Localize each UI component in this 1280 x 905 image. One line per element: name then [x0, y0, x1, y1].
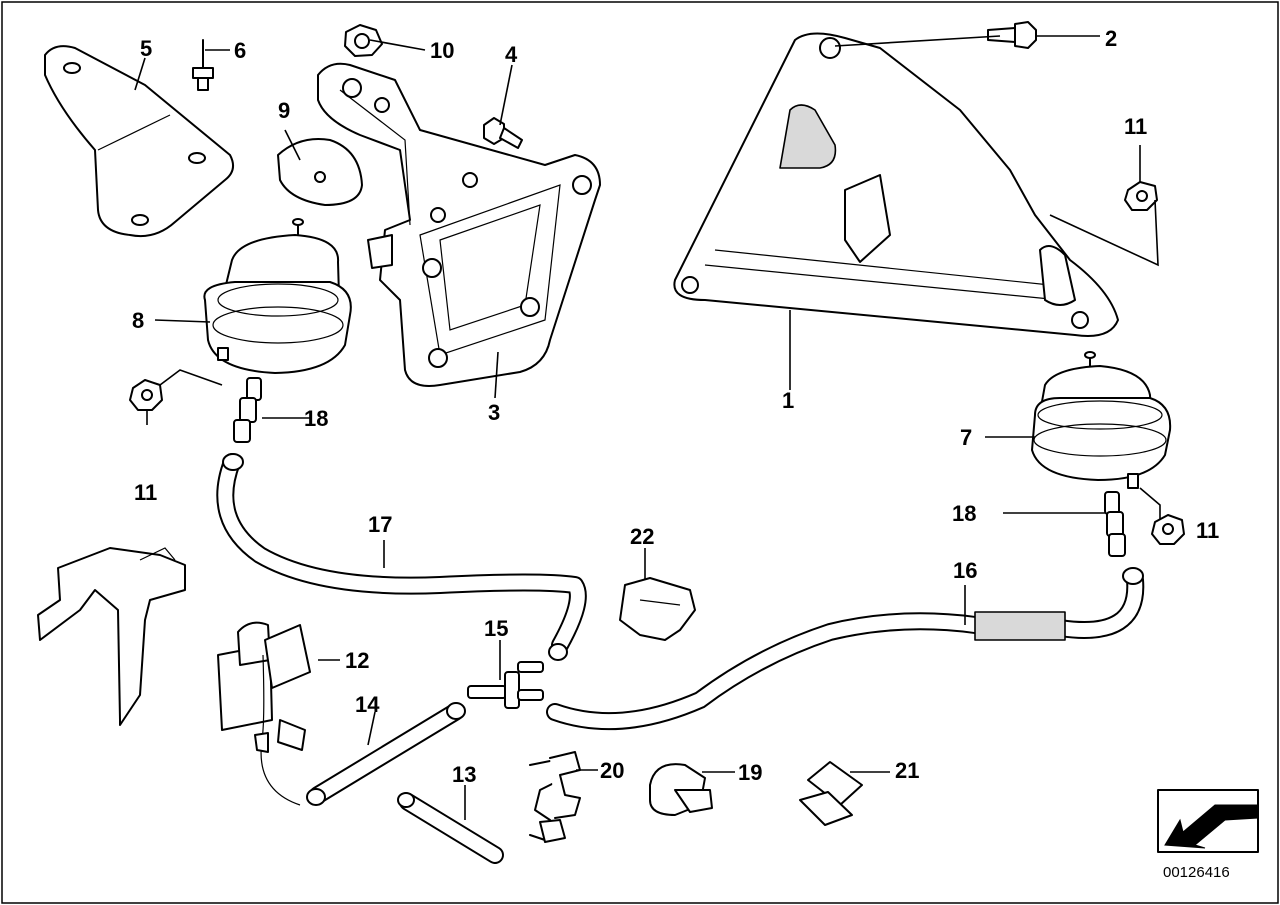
part-16-hose — [546, 567, 1145, 731]
callout-5: 5 — [140, 36, 152, 61]
callout-19: 19 — [738, 760, 762, 785]
callout-3: 3 — [488, 400, 500, 425]
leader-lines — [134, 35, 1161, 820]
part-2-bolt — [987, 21, 1037, 49]
callout-22: 22 — [630, 524, 654, 549]
part-18-connector-right — [1104, 491, 1126, 557]
part-14-hose — [306, 702, 466, 806]
part-1-bracket — [673, 32, 1119, 337]
callout-15: 15 — [484, 616, 508, 641]
part-9-washer — [277, 138, 363, 206]
callout-17: 17 — [368, 512, 392, 537]
part-12-valve — [217, 621, 311, 806]
part-18-connector-left — [233, 377, 262, 443]
callout-8: 8 — [132, 308, 144, 333]
part-8-engine-mount — [203, 218, 352, 374]
part-6-pin — [192, 39, 214, 91]
callout-4: 4 — [505, 42, 518, 67]
callout-11-left: 11 — [134, 480, 157, 505]
direction-arrow-icon — [1157, 789, 1259, 853]
part-21-clip — [799, 761, 863, 826]
part-15-t-connector — [467, 661, 544, 709]
callout-2: 2 — [1105, 26, 1117, 51]
callout-21: 21 — [895, 758, 919, 783]
part-3-engine-support — [317, 62, 601, 387]
callout-11-right: 11 — [1196, 518, 1219, 543]
diagram-reference-number: 00126416 — [1163, 864, 1230, 881]
callout-13: 13 — [452, 762, 476, 787]
part-22-clip — [619, 577, 696, 641]
callout-1: 1 — [782, 388, 794, 413]
callout-labels: 5 6 10 4 9 8 11 18 3 1 2 11 7 11 18 16 1… — [132, 26, 1230, 881]
callout-18-right: 18 — [952, 501, 976, 526]
part-5-bracket — [44, 45, 235, 238]
callout-10: 10 — [430, 38, 454, 63]
part-11-nut-right — [1151, 514, 1185, 545]
callout-20: 20 — [600, 758, 624, 783]
callout-14: 14 — [355, 692, 380, 717]
callout-9: 9 — [278, 98, 290, 123]
part-11-nut-left — [129, 379, 163, 411]
heat-shield-outline — [37, 547, 186, 726]
part-17-hose — [216, 453, 587, 661]
callout-12: 12 — [345, 648, 369, 673]
part-20-clips — [529, 751, 581, 843]
part-19-clamp — [649, 763, 713, 816]
part-10-nut — [344, 24, 383, 57]
part-13-hose-piece — [397, 792, 504, 864]
callout-6: 6 — [234, 38, 246, 63]
part-4-bolt — [483, 117, 523, 149]
part-7-engine-mount — [1031, 351, 1172, 489]
callout-18-left: 18 — [304, 406, 328, 431]
part-11-nut-top — [1124, 181, 1158, 211]
callout-7: 7 — [960, 425, 972, 450]
callout-16: 16 — [953, 558, 977, 583]
callout-11-top: 11 — [1124, 114, 1147, 139]
